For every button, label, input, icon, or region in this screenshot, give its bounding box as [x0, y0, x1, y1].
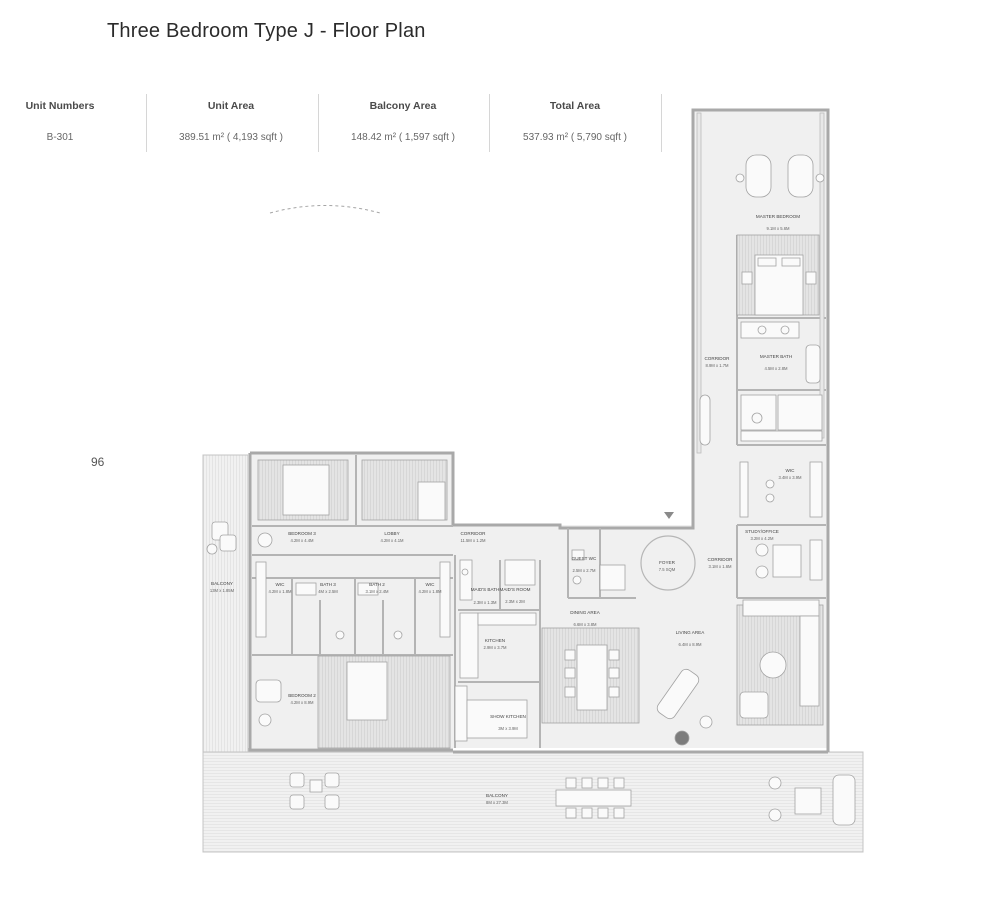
room-label: WIC	[426, 582, 436, 587]
furniture	[206, 154, 856, 826]
room-label: GUEST WC	[572, 556, 597, 561]
room-label: BALCONY	[486, 793, 508, 798]
room-label: SHOW KITCHEN	[490, 714, 526, 719]
room-size: 13M x 1.85M	[210, 588, 235, 593]
balcony-side-deck	[202, 454, 249, 753]
room-label: CORRIDOR	[707, 557, 733, 562]
stat-balcony-area: Balcony Area 148.42 m² ( 1,597 sqft )	[318, 94, 488, 152]
stats-divider	[661, 94, 662, 152]
room-label: LIVING AREA	[676, 630, 706, 635]
room-size: 8.9M x 1.7M	[705, 363, 729, 368]
room-label: BATH 3	[320, 582, 336, 587]
room-size: 3M x 3.9M	[498, 726, 518, 731]
room-label: CORRIDOR	[460, 531, 486, 536]
dashed-arc	[269, 205, 381, 214]
stat-value: 389.51 m² ( 4,193 sqft )	[179, 132, 283, 143]
page-number: 96	[91, 455, 105, 469]
stat-unit-numbers: Unit Numbers B-301	[0, 94, 145, 152]
room-size: 4.2M x 1.8M	[418, 589, 442, 594]
room-label: BEDROOM 3	[288, 531, 316, 536]
room-size: 4.2M x 8.9M	[290, 700, 314, 705]
stat-value: B-301	[46, 132, 74, 143]
room-label: FOYER	[659, 560, 676, 565]
room-labels: MASTER BEDROOM 9.1M x 5.6M MASTER BATH 4…	[210, 214, 802, 805]
room-size: 4.2M x 4.4M	[290, 538, 314, 543]
stats-divider	[146, 94, 147, 152]
room-label: MAID'S BATH	[471, 587, 500, 592]
outer-walls	[248, 108, 830, 754]
room-label: STUDY/OFFICE	[745, 529, 779, 534]
room-size: 8M x 27.3M	[486, 800, 508, 805]
room-size: 2.3M x 1.3M	[473, 600, 497, 605]
stat-total-area: Total Area 537.93 m² ( 5,790 sqft )	[490, 94, 660, 152]
room-size: 4M x 2.5M	[318, 589, 338, 594]
stat-unit-area: Unit Area 389.51 m² ( 4,193 sqft )	[146, 94, 316, 152]
stat-label: Unit Numbers	[25, 100, 95, 112]
stat-label: Total Area	[549, 100, 601, 112]
room-size: 3.2M x 4.2M	[750, 536, 774, 541]
room-size: 3.4M x 3.9M	[778, 475, 802, 480]
room-label: DINING AREA	[570, 610, 601, 615]
room-label: MAID'S ROOM	[500, 587, 531, 592]
room-size: 3.1M x 2.4M	[365, 589, 389, 594]
room-size: 4.2M x 4.1M	[380, 538, 404, 543]
room-label: BALCONY	[211, 581, 233, 586]
entry-arrow-icon	[664, 512, 674, 519]
room-size: 6.4M x 8.9M	[678, 642, 702, 647]
room-size: 2.5M x 2.7M	[572, 568, 596, 573]
room-label: WIC	[786, 468, 796, 473]
room-size: 6.6M x 3.8M	[573, 622, 597, 627]
room-label: BATH 2	[369, 582, 385, 587]
stats-divider	[318, 94, 319, 152]
room-label: BEDROOM 2	[288, 693, 316, 698]
room-size: 7.5 SQM	[659, 567, 676, 572]
stats-divider	[489, 94, 490, 152]
stat-value: 537.93 m² ( 5,790 sqft )	[523, 132, 627, 143]
room-size: 3.1M x 1.6M	[708, 564, 732, 569]
room-size: 2.9M x 3.7M	[483, 645, 507, 650]
unit-stats-table: Unit Numbers B-301 Unit Area 389.51 m² (…	[0, 94, 670, 152]
room-label: CORRIDOR	[704, 356, 730, 361]
room-size: 11.5M x 1.2M	[460, 538, 486, 543]
page-title: Three Bedroom Type J - Floor Plan	[107, 20, 426, 42]
room-size: 4.2M x 1.8M	[268, 589, 292, 594]
room-label: LOBBY	[384, 531, 399, 536]
stat-label: Unit Area	[207, 100, 255, 112]
stat-value: 148.42 m² ( 1,597 sqft )	[351, 132, 455, 143]
room-label: KITCHEN	[485, 638, 505, 643]
room-size: 2.3M x 2M	[505, 599, 525, 604]
room-size: 4.5M x 2.8M	[764, 366, 788, 371]
room-label: MASTER BATH	[760, 354, 792, 359]
balcony-main-deck	[202, 751, 864, 853]
room-label: MASTER BEDROOM	[756, 214, 800, 219]
room-size: 9.1M x 5.6M	[766, 226, 790, 231]
room-label: WIC	[276, 582, 286, 587]
stat-label: Balcony Area	[369, 100, 437, 112]
